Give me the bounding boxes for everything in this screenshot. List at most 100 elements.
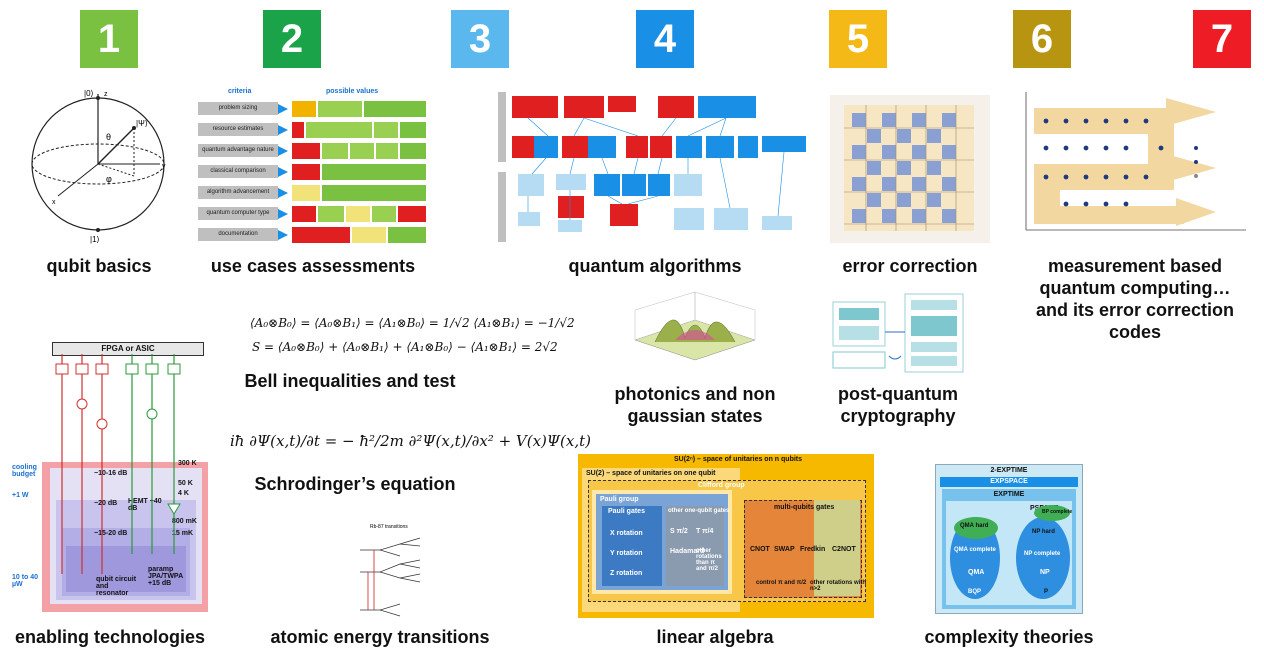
- values-header: possible values: [326, 88, 379, 95]
- atten-3: −15-20 dB: [94, 530, 128, 537]
- schrodinger-equation: iħ ∂Ψ(x,t)/∂t = − ħ²/2m ∂²Ψ(x,t)/∂x² + V…: [230, 432, 592, 450]
- atomic-transition-diagram: Rb-87 transitions: [360, 524, 421, 617]
- paramp-label: paramp JPA/TWPA +15 dB: [148, 566, 183, 587]
- pauli-group-label: Pauli group: [600, 496, 639, 503]
- qma-hard: QMA hard: [960, 523, 989, 529]
- atten-2: −20 dB: [94, 500, 118, 507]
- phi-label: φ: [106, 174, 112, 184]
- cooling-budget-label: cooling budget: [12, 464, 37, 478]
- pauli-gates-label: Pauli gates: [608, 508, 645, 515]
- np-hard: NP hard: [1032, 529, 1055, 535]
- t-gate: T π/4: [696, 528, 714, 535]
- assessment-row: classical comparison: [198, 163, 426, 184]
- bell-equation-1: ⟨A₀⊗B₀⟩ = ⟨A₀⊗B₁⟩ = ⟨A₁⊗B₀⟩ = 1/√2 ⟨A₁⊗B…: [250, 316, 575, 330]
- caption-atomic: atomic energy transitions: [270, 627, 490, 647]
- temp-15mk: 15 mK: [172, 530, 194, 537]
- power-label: +1 W: [12, 492, 29, 499]
- enabling-tech-diagram: FPGA or ASIC cooling budget +1 W 10 to 4…: [12, 342, 208, 622]
- x-axis-label: x: [52, 199, 56, 206]
- qubit-label: qubit circuit and resonator: [96, 576, 137, 597]
- caption-schrodinger: Schrodinger’s equation: [254, 474, 456, 494]
- y-axis-label: y: [162, 163, 166, 170]
- caption-pqc-line2: cryptography: [840, 406, 956, 426]
- criteria-header: criteria: [228, 88, 252, 95]
- fpga-label: FPGA or ASIC: [52, 342, 204, 356]
- z-axis-label: z: [104, 91, 108, 98]
- number-badge-5: 5: [829, 10, 887, 68]
- hemt-label: HEMT +40 dB: [128, 498, 162, 512]
- temp-50k: 50 K: [178, 480, 193, 487]
- complexity-diagram: 2-EXPTIME EXPSPACE EXPTIME PSPACE QMA ha…: [935, 464, 1083, 614]
- ket0-label: |0⟩: [84, 89, 94, 98]
- caption-bell: Bell inequalities and test: [244, 371, 456, 391]
- clifford-label: Clifford group: [698, 482, 745, 489]
- caption-pqc-line1: post-quantum: [838, 384, 958, 404]
- ket1-label: |1⟩: [90, 235, 100, 244]
- multi-other-text: other rotations with n>2: [810, 580, 866, 592]
- caption-quantum-algorithms: quantum algorithms: [568, 256, 742, 276]
- caption-photonics-line2: gaussian states: [627, 406, 763, 426]
- caption-error-correction: error correction: [842, 256, 978, 276]
- qma-complete: QMA complete: [954, 547, 996, 553]
- caption-linear-algebra: linear algebra: [656, 627, 774, 647]
- class-2exptime: 2-EXPTIME: [990, 467, 1028, 474]
- control-text: control π and π/2: [756, 580, 807, 586]
- su2-label: SU(2) – space of unitaries on one qubit: [586, 470, 716, 477]
- number-badge-6: 6: [1013, 10, 1071, 68]
- caption-use-cases: use cases assessments: [210, 256, 416, 276]
- temp-300k: 300 K: [178, 460, 197, 467]
- caption-mbqc-line2: quantum computing…: [1039, 278, 1231, 298]
- y-rotation: Y rotation: [610, 550, 643, 557]
- assessment-table: criteria possible values problem sizing …: [198, 88, 426, 248]
- swap-gate: SWAP: [774, 546, 795, 553]
- bell-equation-2: S = ⟨A₀⊗B₀⟩ + ⟨A₀⊗B₁⟩ + ⟨A₁⊗B₀⟩ − ⟨A₁⊗B₁…: [252, 340, 558, 354]
- caption-photonics: photonics and non gaussian states: [590, 383, 800, 427]
- class-exptime: EXPTIME: [993, 491, 1025, 498]
- mbqc-diagram: [1016, 88, 1252, 238]
- caption-qubit-basics: qubit basics: [46, 256, 152, 276]
- photonics-wigner-plot: [634, 291, 756, 361]
- psi-label: |Ψ⟩: [136, 119, 148, 128]
- quantum-algorithms-map: [498, 92, 806, 242]
- caption-mbqc-line1: measurement based: [1047, 256, 1223, 276]
- number-badge-4: 4: [636, 10, 694, 68]
- caption-complexity: complexity theories: [924, 627, 1094, 647]
- multi-qubit-label: multi-qubits gates: [774, 504, 835, 511]
- c2not-gate: C2NOT: [832, 546, 856, 553]
- np: NP: [1040, 569, 1050, 576]
- assessment-row: resource estimates: [198, 121, 426, 142]
- assessment-arrows: [278, 104, 288, 240]
- su2n-label: SU(2ⁿ) – space of unitaries on n qubits: [674, 456, 803, 463]
- atten-1: −10-16 dB: [94, 470, 128, 477]
- assessment-row: algorithm advancement: [198, 184, 426, 205]
- caption-enabling: enabling technologies: [14, 627, 206, 647]
- caption-mbqc-line3: and its error correction: [1035, 300, 1235, 320]
- fredkin-gate: Fredkin: [800, 546, 826, 553]
- bqp: BQP: [968, 589, 982, 595]
- number-badge-7: 7: [1193, 10, 1251, 68]
- assessment-row: quantum advantage nature: [198, 142, 426, 163]
- assessment-row: documentation: [198, 226, 426, 247]
- number-badge-1: 1: [80, 10, 138, 68]
- assessment-row: quantum computer type: [198, 205, 426, 226]
- caption-mbqc: measurement based quantum computing… and…: [1010, 255, 1260, 343]
- error-correction-lattice: [830, 95, 990, 243]
- bp-complete: BP complete: [1042, 509, 1073, 515]
- p-class: P: [1044, 589, 1049, 595]
- number-badge-2: 2: [263, 10, 321, 68]
- class-expspace: EXPSPACE: [990, 478, 1028, 485]
- s-gate: S π/2: [670, 528, 688, 535]
- caption-mbqc-line4: codes: [1108, 322, 1162, 342]
- other-rotations-text: other rotations than π and π/2: [696, 548, 722, 572]
- caption-pqc: post-quantum cryptography: [808, 383, 988, 427]
- bloch-sphere-diagram: |0⟩ z |1⟩ |Ψ⟩ θ φ x y: [31, 89, 166, 244]
- enabling-wiring: [55, 354, 181, 574]
- assessment-row: problem sizing: [198, 100, 426, 121]
- hadamard-gate: Hadamard: [670, 548, 705, 555]
- atomic-title: Rb-87 transitions: [370, 524, 408, 530]
- caption-photonics-line1: photonics and non: [614, 384, 776, 404]
- temp-4k: 4 K: [178, 490, 189, 497]
- linear-algebra-diagram: SU(2ⁿ) – space of unitaries on n qubits …: [578, 454, 874, 618]
- z-rotation: Z rotation: [610, 570, 643, 577]
- pqc-diagram: [832, 293, 964, 373]
